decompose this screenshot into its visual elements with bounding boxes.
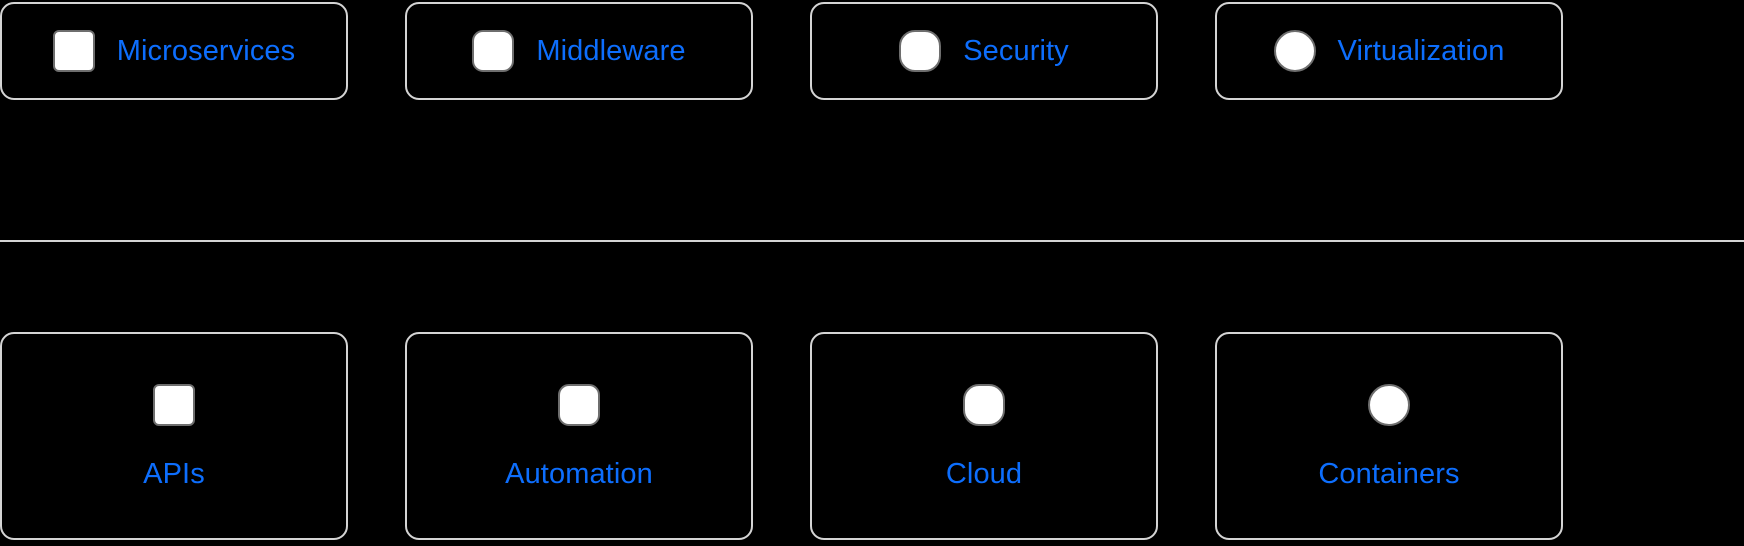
card-label-cloud: Cloud (945, 457, 1023, 490)
horizontal-divider (0, 240, 1744, 242)
card-cloud[interactable]: Cloud (810, 332, 1158, 540)
card-apis[interactable]: APIs (0, 332, 348, 540)
squircle-icon (963, 383, 1005, 426)
card-microservices[interactable]: Microservices (0, 2, 348, 100)
card-label-containers: Containers (1318, 457, 1460, 490)
card-label-microservices: Microservices (116, 34, 296, 67)
card-automation[interactable]: Automation (405, 332, 753, 540)
card-label-virtualization: Virtualization (1337, 34, 1505, 67)
circle-icon (1273, 30, 1316, 72)
top-card-row: Microservices Middleware Security Virtua… (0, 2, 1744, 100)
rounded-square-icon (558, 383, 600, 426)
circle-icon (1368, 383, 1410, 426)
card-containers[interactable]: Containers (1215, 332, 1563, 540)
card-label-automation: Automation (505, 457, 653, 490)
card-label-security: Security (963, 34, 1069, 67)
rounded-square-icon (472, 30, 515, 72)
squircle-icon (899, 30, 942, 72)
card-middleware[interactable]: Middleware (405, 2, 753, 100)
card-label-middleware: Middleware (536, 34, 686, 67)
bottom-card-row: APIs Automation Cloud Containers (0, 332, 1744, 540)
card-security[interactable]: Security (810, 2, 1158, 100)
square-icon (52, 30, 95, 72)
card-label-apis: APIs (143, 457, 205, 490)
card-virtualization[interactable]: Virtualization (1215, 2, 1563, 100)
square-icon (153, 383, 195, 426)
